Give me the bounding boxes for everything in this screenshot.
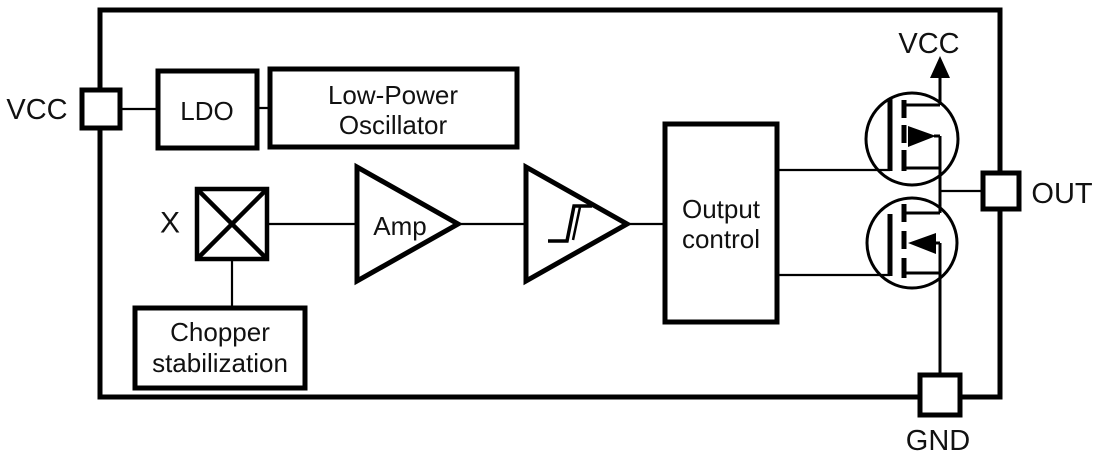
chopper-label-line1: Chopper	[170, 317, 270, 347]
output-control-label-line1: Output	[682, 194, 761, 224]
oscillator-block	[267, 66, 520, 150]
output-control-label-line2: control	[682, 224, 760, 254]
chopper-label-line2: stabilization	[152, 348, 288, 378]
vcc-arrow-icon	[930, 56, 950, 78]
high-side-mosfet-icon	[887, 76, 942, 213]
gnd-label: GND	[906, 425, 970, 457]
hysteresis-icon	[548, 204, 592, 243]
gnd-pin	[917, 372, 963, 418]
output-control-block	[662, 121, 780, 325]
chopper-block	[132, 305, 308, 391]
out-pin	[980, 170, 1022, 212]
multiplier-diagonal-2	[197, 189, 267, 259]
hysteresis-step-second	[571, 206, 582, 241]
hysteresis-step-main	[548, 204, 592, 243]
amp-label: Amp	[373, 211, 426, 241]
body-arrow-right	[908, 126, 936, 147]
wires	[120, 106, 985, 310]
vcc-pin	[79, 87, 123, 131]
low-side-mosfet-icon	[887, 204, 942, 377]
out-label: OUT	[1031, 178, 1093, 210]
multiplier-input-label: X	[160, 207, 180, 240]
multiplier-icon	[194, 186, 270, 262]
ldo-block	[155, 68, 260, 151]
oscillator-label-line2: Oscillator	[339, 110, 448, 140]
vcc-top-label: VCC	[898, 28, 959, 60]
oscillator-label-line1: Low-Power	[328, 80, 458, 110]
ldo-label: LDO	[180, 96, 233, 126]
amp-block	[354, 162, 464, 286]
body-arrow-left	[908, 233, 936, 254]
vcc-left-label: VCC	[6, 94, 67, 126]
